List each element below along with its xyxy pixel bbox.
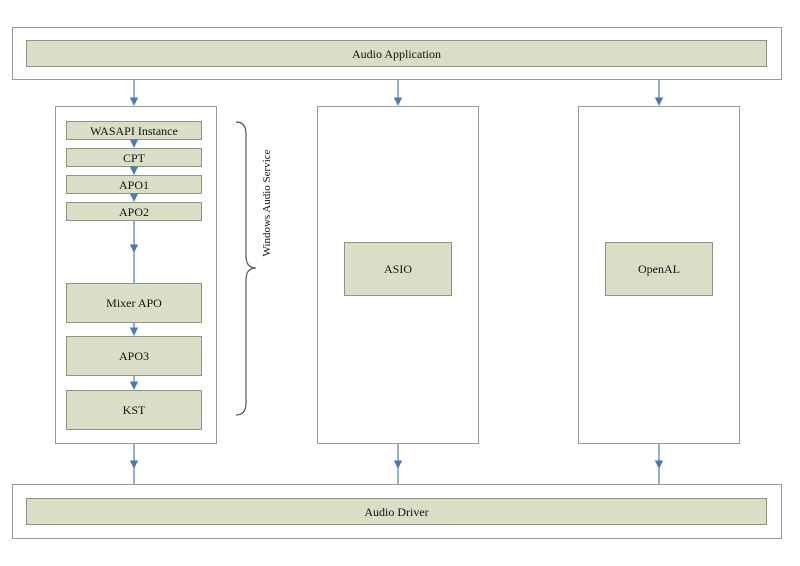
- audio-application-box: Audio Application: [26, 40, 767, 67]
- windows-audio-service-brace: [235, 121, 257, 416]
- audio-driver-label: Audio Driver: [364, 504, 429, 519]
- asio-box: ASIO: [344, 242, 452, 296]
- apo1-label: APO1: [118, 177, 149, 192]
- mixer-apo-box: Mixer APO: [66, 283, 202, 323]
- apo2-box: APO2: [66, 202, 202, 221]
- cpt-label: CPT: [122, 150, 145, 165]
- apo2-label: APO2: [118, 204, 149, 219]
- kst-box: KST: [66, 390, 202, 430]
- wasapi-instance-label: WASAPI Instance: [90, 123, 178, 138]
- openal-box: OpenAL: [605, 242, 713, 296]
- audio-application-label: Audio Application: [352, 46, 441, 61]
- audio-driver-box: Audio Driver: [26, 498, 767, 525]
- wasapi-instance-box: WASAPI Instance: [66, 121, 202, 140]
- mixer-apo-label: Mixer APO: [106, 296, 162, 310]
- openal-label: OpenAL: [638, 262, 680, 276]
- apo3-label: APO3: [118, 349, 149, 363]
- kst-label: KST: [122, 403, 146, 417]
- apo3-box: APO3: [66, 336, 202, 376]
- asio-label: ASIO: [383, 262, 412, 276]
